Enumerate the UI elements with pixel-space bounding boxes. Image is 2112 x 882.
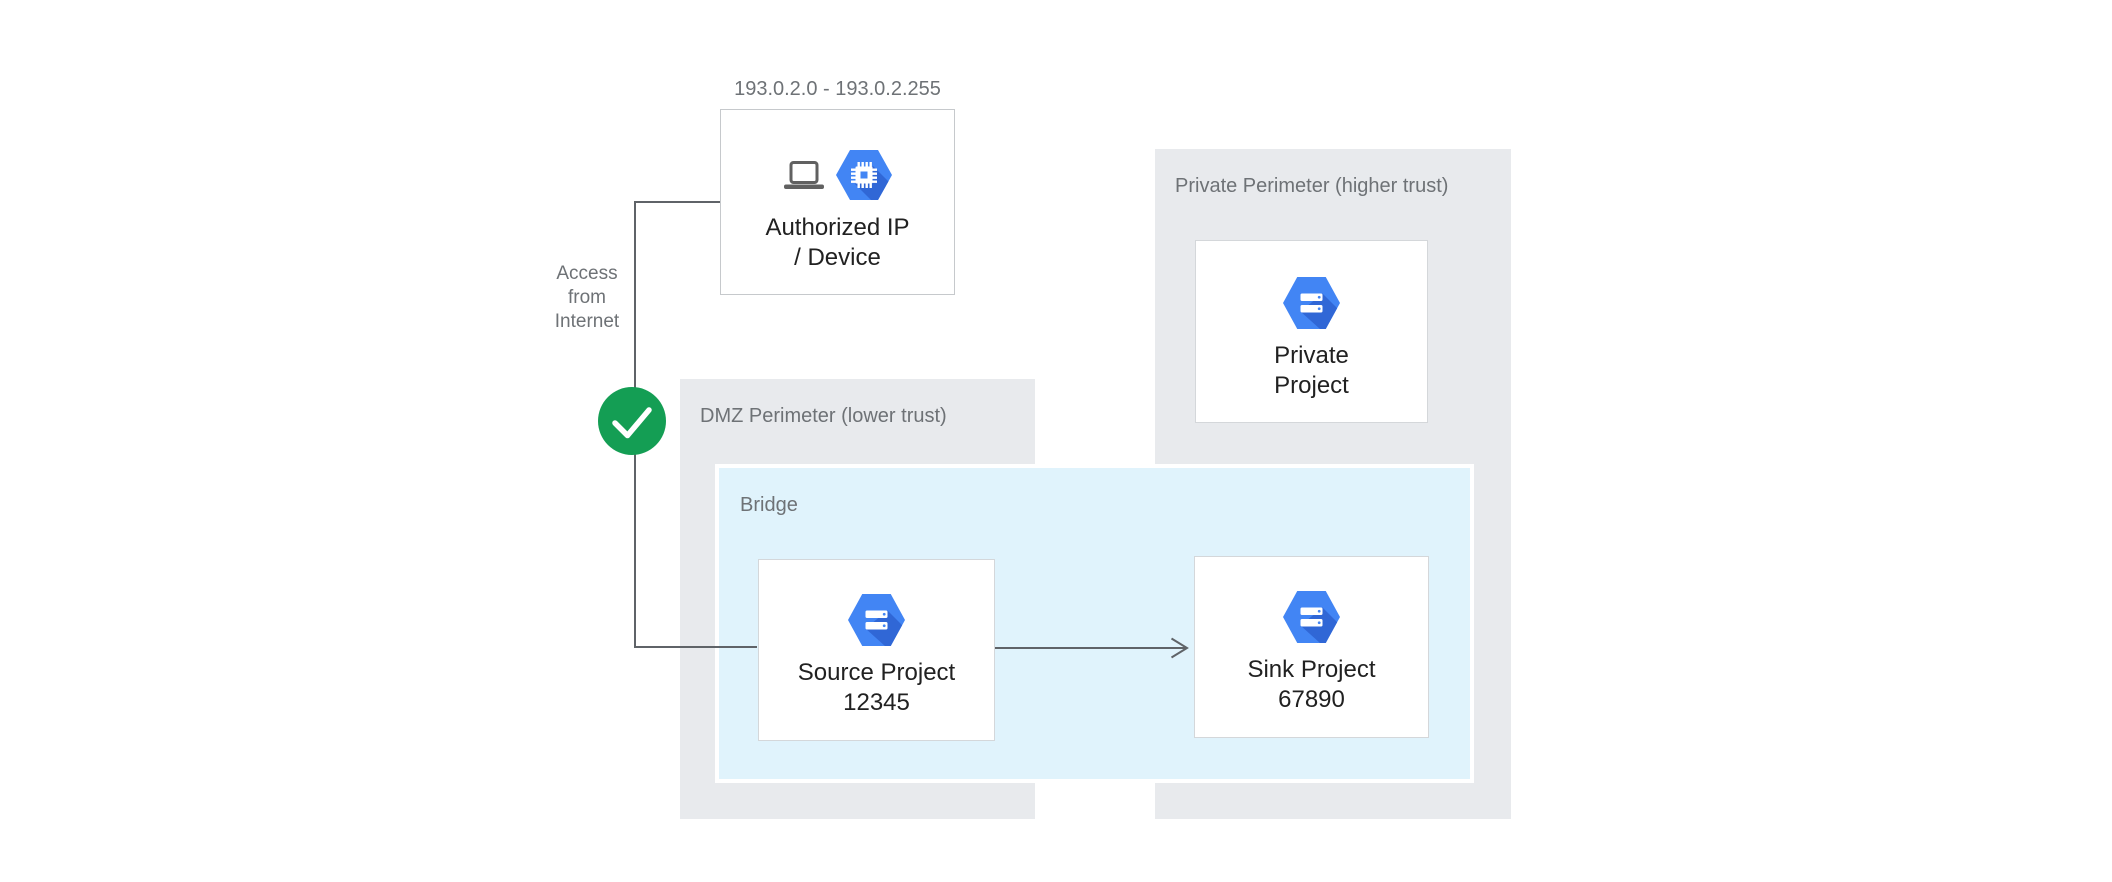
ip-range-label: 193.0.2.0 - 193.0.2.255 (734, 78, 941, 100)
private-project-label: Private Project (1274, 342, 1349, 399)
authorized-device-icons (783, 149, 892, 201)
cloud-project-icon (1283, 277, 1340, 329)
private-perimeter-label: Private Perimeter (higher trust) (1175, 175, 1449, 197)
cloud-project-icon (1283, 591, 1340, 643)
authorized-device-label: Authorized IP / Device (765, 214, 910, 271)
authorized-device-node: Authorized IP / Device (720, 109, 955, 295)
bridge-label: Bridge (740, 494, 798, 516)
source-project-node: Source Project 12345 (758, 559, 995, 741)
sink-project-node: Sink Project 67890 (1194, 556, 1429, 738)
compute-engine-icon (835, 150, 892, 200)
source-project-label: Source Project 12345 (797, 659, 956, 716)
project-icon (1283, 591, 1340, 643)
access-from-internet-label: Access from Internet (554, 263, 620, 332)
dmz-perimeter-label: DMZ Perimeter (lower trust) (700, 405, 947, 427)
sink-project-label: Sink Project 67890 (1247, 656, 1376, 713)
cloud-project-icon (848, 594, 905, 646)
laptop-icon (783, 161, 824, 189)
access-granted-badge (598, 387, 666, 455)
project-icon (848, 594, 905, 646)
private-project-node: Private Project (1195, 240, 1428, 423)
check-icon (612, 407, 652, 439)
project-icon (1283, 277, 1340, 329)
